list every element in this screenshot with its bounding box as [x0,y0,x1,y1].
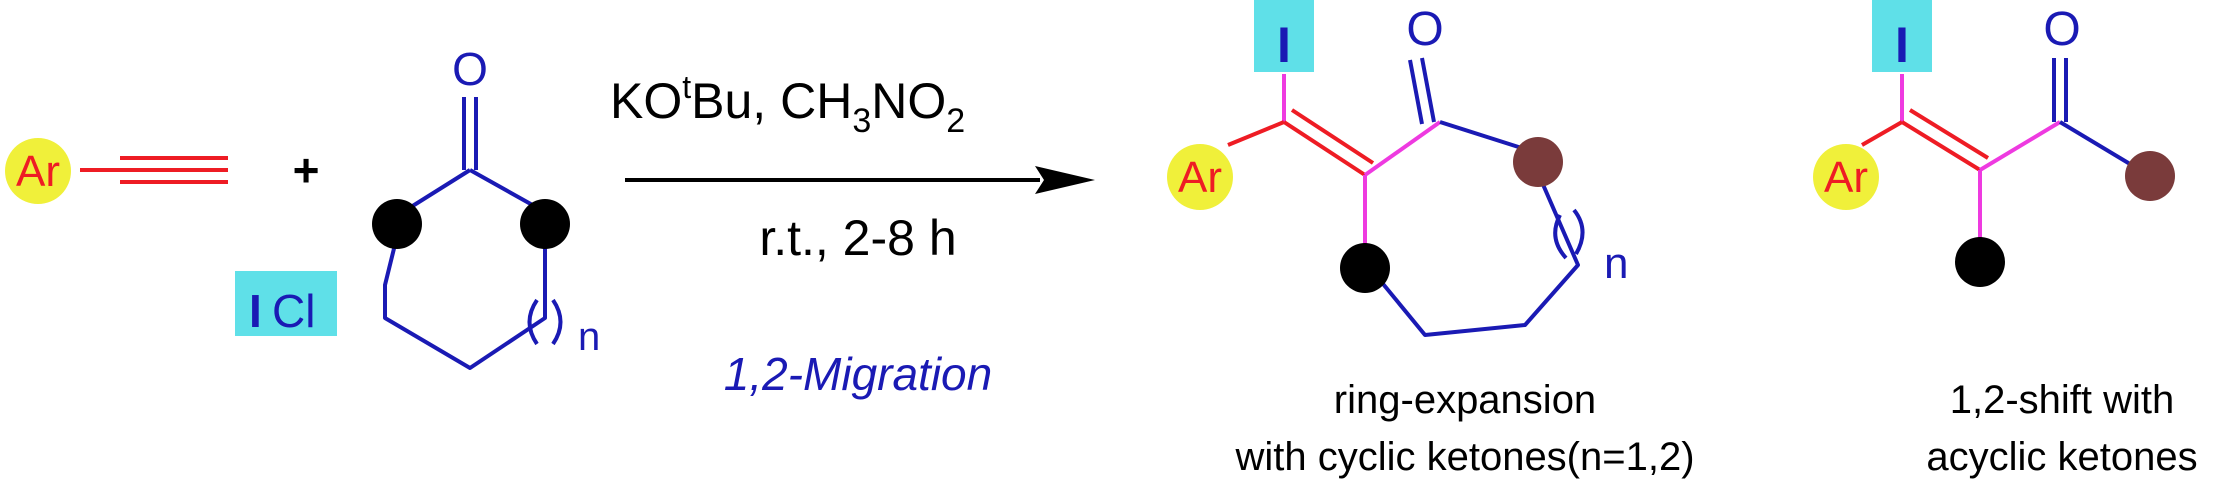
arrow-head [1035,166,1095,194]
product-acyclic-shift: I Ar O 1,2-shift with acyclic ketones [1813,0,2198,479]
ketone-oxygen-label-2: O [2043,3,2080,56]
ar-label-1: Ar [1178,153,1222,202]
caption-shift-line1: 1,2-shift with [1950,378,2175,422]
alpha-carbon-dot-1 [1340,243,1390,293]
iodine-highlight-1 [1254,0,1314,72]
caption-ring-expansion-line2: with cyclic ketones(n=1,2) [1234,435,1694,479]
product-ring-expansion: I Ar O n ring-expansion with cyclic keto… [1167,0,1695,479]
ketone-ring-n-label: n [578,315,600,359]
iodine-highlight-2 [1872,0,1932,72]
cyclic-ketone: O n [372,43,600,370]
aryl-alkyne: Ar [5,138,228,204]
ar-highlight-1 [1167,144,1233,210]
ar-label: Ar [16,147,60,196]
iodine-label-2: I [1895,17,1909,73]
icl-i-label: I [249,285,262,337]
conditions-label: r.t., 2-8 h [759,210,956,266]
caption-shift-line2: acyclic ketones [1926,435,2197,479]
ar-highlight [5,138,71,204]
alpha-carbon-dot-2 [1955,237,2005,287]
caption-ring-expansion-line1: ring-expansion [1334,378,1596,422]
icl-highlight [235,271,337,336]
iodine-label-1: I [1277,17,1291,73]
ketone-oxygen-label: O [452,43,488,95]
migration-label: 1,2-Migration [724,348,992,400]
ar-highlight-2 [1813,144,1879,210]
ketone-oxygen-label-1: O [1406,3,1443,56]
reaction-arrow: KOtBu, CH3NO2 r.t., 2-8 h 1,2-Migration [610,69,1095,400]
reagents-label: KOtBu, CH3NO2 [610,69,965,140]
icl-reagent: I Cl [235,271,337,337]
alpha-carbon-dot-left [372,199,422,249]
migrated-group-dot-2 [2125,151,2175,201]
icl-cl-label: Cl [272,285,315,337]
plus-sign: + [293,144,320,196]
alpha-carbon-dot-right [520,199,570,249]
migrated-group-dot-1 [1513,137,1563,187]
ar-label-2: Ar [1824,153,1868,202]
ring-n-label-1: n [1604,239,1628,288]
